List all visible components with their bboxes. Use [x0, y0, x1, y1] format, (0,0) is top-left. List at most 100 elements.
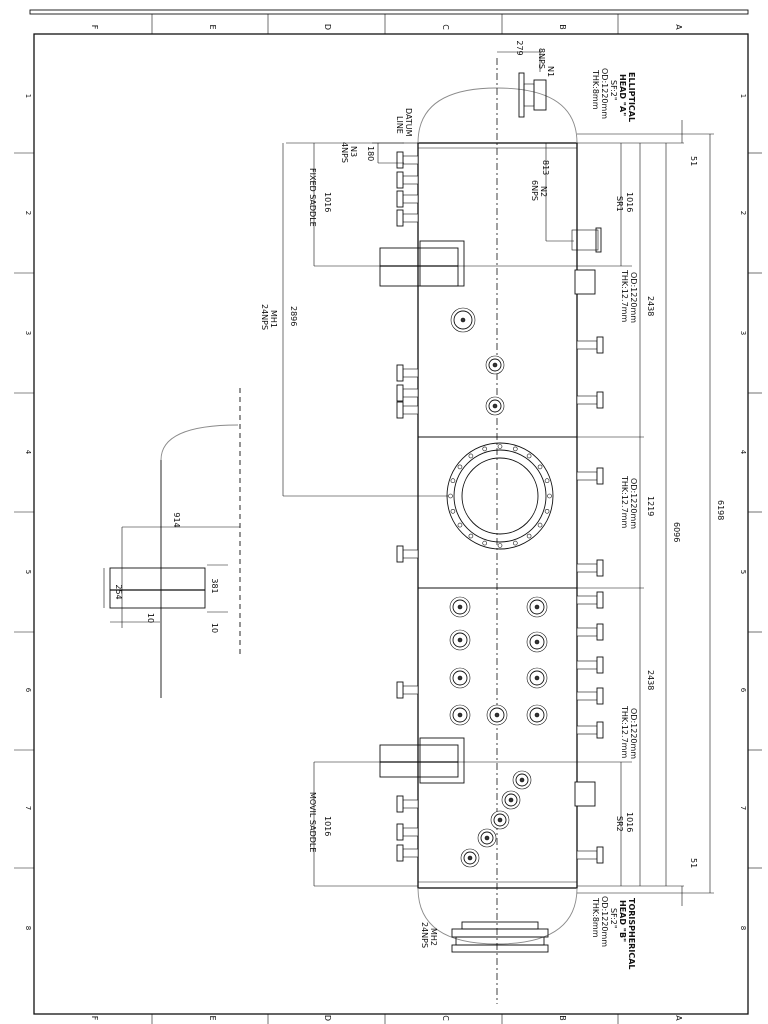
bolt-hole — [512, 446, 518, 452]
nozzle-stub — [402, 405, 419, 415]
border-letter: C — [441, 24, 450, 30]
nozzle-flange — [596, 687, 604, 705]
mh1-size: 24NPS — [260, 304, 269, 330]
head-a-od: OD:1220mm — [600, 68, 609, 119]
bolt-hole — [448, 493, 453, 499]
nozzle-flange — [596, 846, 604, 864]
mh1-offset-dim: 2896 — [289, 306, 298, 326]
shell2-od: OD:1220mm — [629, 478, 638, 529]
bolt-hole — [468, 533, 474, 539]
nozzle-flange — [596, 336, 604, 354]
head-a-thk: THK:8mm — [591, 69, 600, 110]
nozzle-stub — [576, 340, 598, 350]
border-letter: E — [208, 24, 217, 29]
border-letter: D — [323, 24, 332, 30]
bolt-hole — [526, 453, 532, 459]
saddle-detail-thk-a: 10 — [146, 613, 155, 623]
sr1-dim: 1016 — [625, 192, 634, 212]
nozzle-flange — [396, 209, 404, 227]
bolt-hole — [497, 444, 503, 449]
head-a-type: ELLIPTICAL — [627, 72, 636, 122]
n3-name: N3 — [349, 146, 358, 157]
fixed-saddle-width: 1016 — [323, 192, 332, 212]
support-pad — [574, 781, 596, 807]
saddle-detail-width: 914 — [172, 512, 181, 527]
bolt-hole — [497, 543, 503, 548]
nozzle-stub — [576, 595, 598, 605]
face-nozzle-center — [467, 855, 473, 861]
sr2-dim: 1016 — [625, 812, 634, 832]
n3-size: 4NPS — [340, 142, 349, 163]
nozzle-stub — [576, 850, 598, 860]
nozzle-n2 — [571, 227, 602, 253]
vessel-shell — [417, 142, 578, 889]
face-nozzle-center — [457, 637, 463, 643]
nozzle-flange — [596, 721, 604, 739]
face-nozzle-center — [457, 675, 463, 681]
shell2-thk: THK:12.7mm — [620, 475, 629, 528]
head-a-sf: SF:2" — [609, 80, 618, 101]
nozzle-flange — [596, 467, 604, 485]
n2-offset-dim: 813 — [541, 160, 550, 175]
head-b-type: TORISPHERICAL — [627, 898, 636, 969]
face-nozzle-center — [492, 362, 498, 368]
face-nozzle-center — [519, 777, 525, 783]
bolt-hole — [457, 464, 463, 470]
nozzle-flange — [396, 823, 404, 841]
bolt-hole — [544, 508, 550, 514]
movil-saddle — [314, 737, 632, 784]
border-letter: C — [441, 1015, 450, 1021]
border-letter: B — [558, 24, 567, 30]
mh2-size: 24NPS — [420, 922, 429, 948]
saddle-detail-height: 381 — [210, 578, 219, 593]
nozzle-flange — [396, 151, 404, 169]
shell1-od: OD:1220mm — [629, 272, 638, 323]
nozzle-stub — [576, 660, 598, 670]
manhole-mh2 — [451, 921, 549, 953]
nozzle-stub — [402, 368, 419, 378]
bolt-hole — [537, 522, 543, 528]
nozzle-stub — [576, 563, 598, 573]
nozzle-stub — [402, 827, 419, 837]
face-nozzle-center — [460, 317, 466, 323]
head-a-sf-dim: 51 — [689, 156, 698, 166]
face-nozzle-center — [534, 604, 540, 610]
border-number: 7 — [24, 806, 32, 810]
nozzle-stub — [576, 725, 598, 735]
saddle-detail — [103, 388, 241, 698]
head-a-name: HEAD "A" — [618, 74, 627, 116]
bolt-hole — [482, 540, 488, 546]
face-nozzle-center — [457, 712, 463, 718]
elliptical-head-a — [417, 87, 578, 144]
nozzle-stub — [402, 194, 419, 204]
nozzle-n1 — [518, 72, 547, 118]
head-b-sf-dim: 51 — [689, 858, 698, 868]
nozzle-stub — [402, 799, 419, 809]
border-number: 2 — [24, 211, 32, 215]
border-number: 4 — [24, 450, 32, 455]
shell1-thk: THK:12.7mm — [620, 269, 629, 322]
bolt-hole — [468, 453, 474, 459]
nozzle-flange — [596, 591, 604, 609]
nozzle-stub — [576, 471, 598, 481]
nozzle-stub — [402, 549, 419, 559]
face-nozzle-center — [508, 797, 514, 803]
datum-label-2: LINE — [395, 116, 404, 134]
nozzle-stub — [402, 155, 419, 165]
nozzle-stub — [402, 388, 419, 398]
border-number: 5 — [24, 570, 32, 574]
datum-label-1: DATUM — [404, 108, 413, 137]
border-number: 1 — [24, 94, 32, 98]
border-number: 2 — [739, 211, 747, 215]
border-letter: B — [558, 1015, 567, 1021]
bolt-hole — [482, 446, 488, 452]
sr2-label: SR2 — [615, 816, 624, 832]
border-letter: D — [323, 1015, 332, 1021]
bolt-hole — [537, 464, 543, 470]
face-nozzle-center — [534, 639, 540, 645]
tangent-length: 6096 — [672, 522, 681, 542]
nozzle-flange — [596, 656, 604, 674]
left-side-nozzles — [396, 151, 419, 862]
border-number: 7 — [739, 806, 747, 810]
support-pad — [574, 269, 596, 295]
